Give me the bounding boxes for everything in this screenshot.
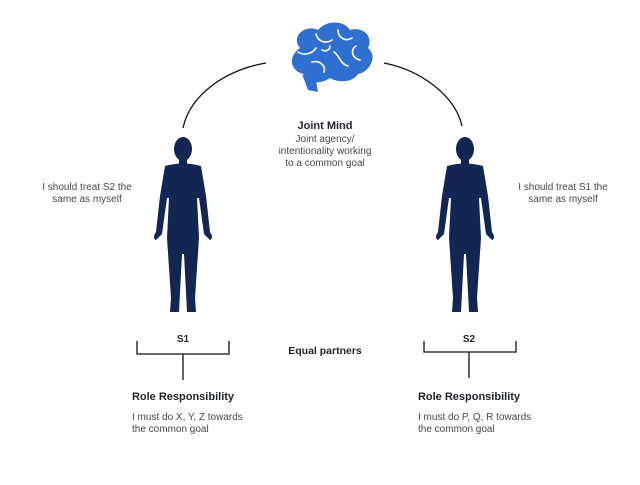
s1-thought: I should treat S2 the same as myself [22, 182, 152, 206]
joint-mind-line: intentionality working [278, 146, 372, 157]
joint-mind-description: Joint agency/ intentionality working to … [255, 134, 395, 170]
arc-right [383, 62, 463, 127]
joint-mind-line: Joint agency/ [295, 134, 355, 145]
s1-role-line: the common goal [132, 424, 209, 435]
s1-thought-line: same as myself [52, 194, 122, 205]
s1-bracket [136, 341, 230, 380]
equal-partners-label: Equal partners [288, 345, 362, 357]
s2-role-text: I must do P, Q, R towards the common goa… [418, 412, 568, 436]
s2-thought: I should treat S1 the same as myself [498, 182, 628, 206]
s1-role-line: I must do X, Y, Z towards [132, 412, 243, 423]
joint-mind-line: to a common goal [285, 158, 365, 169]
arc-left [182, 62, 267, 129]
s2-bracket [423, 341, 517, 378]
s2-thought-line: I should treat S1 the [518, 182, 608, 193]
s2-role-line: I must do P, Q, R towards [418, 412, 532, 423]
s2-label: S2 [462, 334, 476, 345]
s2-role-title: Role Responsibility [417, 391, 521, 403]
s1-label: S1 [176, 334, 190, 345]
joint-mind-title: Joint Mind [297, 120, 353, 132]
brain-icon [291, 22, 373, 92]
s1-thought-line: I should treat S2 the [42, 182, 132, 193]
s2-role-line: the common goal [418, 424, 495, 435]
s2-thought-line: same as myself [528, 194, 598, 205]
s1-person-icon [154, 137, 212, 312]
s1-role-text: I must do X, Y, Z towards the common goa… [132, 412, 282, 436]
s2-person-icon [436, 137, 494, 312]
s1-role-title: Role Responsibility [131, 391, 235, 403]
